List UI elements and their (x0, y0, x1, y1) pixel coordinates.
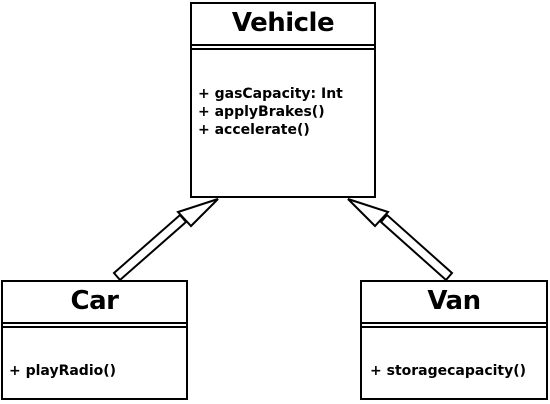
car-members: + playRadio() (9, 362, 116, 380)
van-members: + storagecapacity() (370, 362, 526, 380)
van-separator (362, 322, 546, 328)
vehicle-member: + applyBrakes() (198, 104, 325, 120)
van-member: + storagecapacity() (370, 363, 527, 379)
vehicle-members: + gasCapacity: Int + applyBrakes() + acc… (198, 85, 343, 139)
car-member: + playRadio() (9, 363, 117, 379)
van-class-name: Van (427, 286, 481, 316)
van-class-box: Van + storagecapacity() (360, 280, 548, 400)
car-class-box: Car + playRadio() (1, 280, 188, 400)
vehicle-member: + gasCapacity: Int (198, 86, 343, 102)
vehicle-member: + accelerate() (198, 122, 310, 138)
car-inherits-vehicle-arrow (112, 198, 219, 282)
vehicle-separator (192, 44, 374, 50)
van-inherits-vehicle-arrow (347, 198, 454, 282)
vehicle-class-box: Vehicle + gasCapacity: Int + applyBrakes… (190, 2, 376, 198)
vehicle-class-name: Vehicle (231, 8, 335, 38)
car-separator (3, 322, 186, 328)
car-class-name: Car (70, 286, 119, 316)
